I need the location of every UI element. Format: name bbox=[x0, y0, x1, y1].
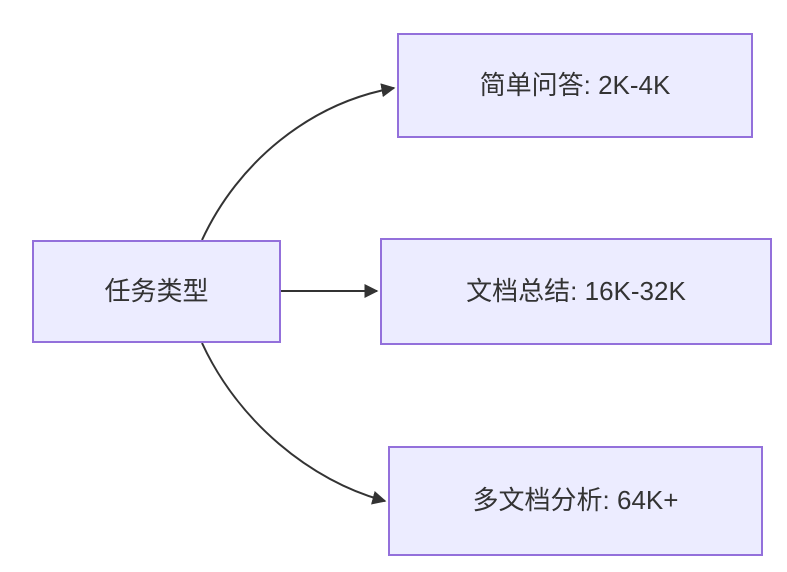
node-multi-doc-analysis: 多文档分析: 64K+ bbox=[388, 446, 763, 556]
node-simple-qa-label: 简单问答: 2K-4K bbox=[479, 69, 671, 100]
edge-root-to-bottom bbox=[201, 342, 387, 505]
edge-root-to-top bbox=[201, 83, 396, 241]
node-doc-summary-label: 文档总结: 16K-32K bbox=[466, 275, 686, 306]
node-simple-qa: 简单问答: 2K-4K bbox=[397, 33, 753, 138]
node-task-type: 任务类型 bbox=[32, 240, 281, 343]
node-task-type-label: 任务类型 bbox=[104, 275, 209, 306]
node-doc-summary: 文档总结: 16K-32K bbox=[380, 238, 772, 345]
node-multi-doc-analysis-label: 多文档分析: 64K+ bbox=[472, 485, 679, 516]
